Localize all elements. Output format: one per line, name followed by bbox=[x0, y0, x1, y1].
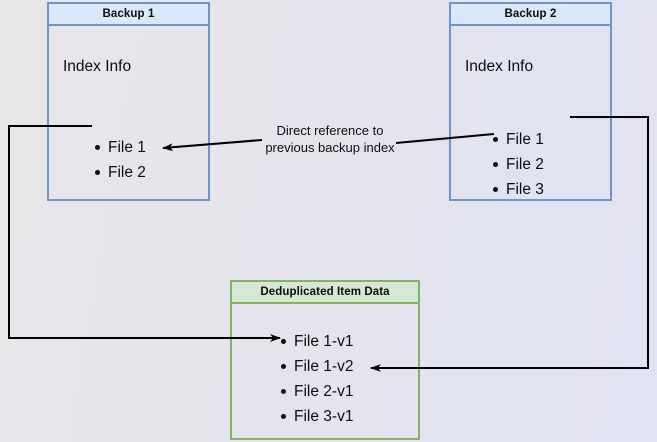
backup-2-file-list: File 1 File 2 File 3 bbox=[493, 127, 544, 202]
deduplicated-item-data-box[interactable]: Deduplicated Item Data File 1-v1 File 1-… bbox=[230, 280, 420, 440]
deduplicated-item-data-body: File 1-v1 File 1-v2 File 2-v1 File 3-v1 bbox=[232, 304, 418, 438]
backup-1-file-list: File 1 File 2 bbox=[95, 135, 146, 185]
backup-1-box[interactable]: Backup 1 Index Info File 1 File 2 bbox=[47, 2, 210, 201]
backup-1-index-info-label: Index Info bbox=[63, 58, 132, 75]
dedup-file-list: File 1-v1 File 1-v2 File 2-v1 File 3-v1 bbox=[281, 329, 353, 429]
direct-reference-label: Direct reference to previous backup inde… bbox=[265, 123, 395, 155]
backup-2-body: Index Info File 1 File 2 File 3 bbox=[451, 26, 610, 199]
backup-2-box[interactable]: Backup 2 Index Info File 1 File 2 File 3 bbox=[449, 2, 612, 201]
list-item: File 2 bbox=[493, 152, 544, 177]
list-item: File 3-v1 bbox=[281, 404, 353, 429]
backup-2-title: Backup 2 bbox=[451, 4, 610, 26]
list-item: File 1-v1 bbox=[281, 329, 353, 354]
list-item: File 3 bbox=[493, 177, 544, 202]
backup-1-title: Backup 1 bbox=[49, 4, 208, 26]
list-item: File 2 bbox=[95, 160, 146, 185]
backup-2-index-info-label: Index Info bbox=[465, 58, 534, 75]
list-item: File 1 bbox=[95, 135, 146, 160]
list-item: File 1 bbox=[493, 127, 544, 152]
backup-1-body: Index Info File 1 File 2 bbox=[49, 26, 208, 199]
list-item: File 1-v2 bbox=[281, 354, 353, 379]
deduplicated-item-data-title: Deduplicated Item Data bbox=[232, 282, 418, 304]
list-item: File 2-v1 bbox=[281, 379, 353, 404]
